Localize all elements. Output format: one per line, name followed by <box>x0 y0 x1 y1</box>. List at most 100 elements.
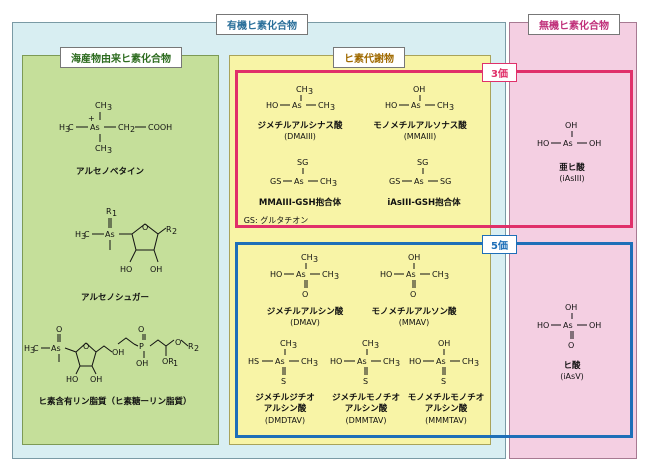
svg-text:OH: OH <box>90 375 102 384</box>
marine-panel <box>22 55 219 445</box>
svg-text:CH: CH <box>437 101 449 110</box>
dma3-abbr: (DMAIII) <box>284 132 316 141</box>
svg-text:As: As <box>563 139 573 148</box>
svg-text:+: + <box>88 114 95 123</box>
svg-text:HO: HO <box>120 265 132 274</box>
svg-text:O: O <box>138 325 144 334</box>
svg-text:3: 3 <box>65 125 70 134</box>
svg-text:HO: HO <box>537 139 549 148</box>
svg-text:OH: OH <box>589 139 601 148</box>
dmmta5-name-line2: アルシン酸 <box>345 403 388 414</box>
svg-text:OR: OR <box>162 357 174 366</box>
svg-text:OH: OH <box>112 348 124 357</box>
svg-text:CH: CH <box>118 123 130 132</box>
svg-text:CH: CH <box>301 357 313 366</box>
svg-text:3: 3 <box>332 179 337 188</box>
dmdta5-name-line1: ジメチルジチオ <box>255 393 315 403</box>
svg-text:C: C <box>33 344 39 353</box>
mma5-name: モノメチルアルソン酸 <box>372 306 457 317</box>
svg-text:O: O <box>142 223 148 232</box>
svg-text:2: 2 <box>172 227 177 236</box>
metabolite-title: ヒ素代謝物 <box>333 47 405 68</box>
dmdta5-name-line2: アルシン酸 <box>264 403 307 414</box>
svg-text:3: 3 <box>395 359 400 368</box>
svg-text:GS: GS <box>389 177 400 186</box>
marine-title: 海産物由来ヒ素化合物 <box>60 47 182 68</box>
svg-text:3: 3 <box>30 346 35 355</box>
svg-text:HO: HO <box>537 321 549 330</box>
svg-text:CH: CH <box>320 177 332 186</box>
trivalent-badge: 3価 <box>482 63 517 82</box>
svg-text:R: R <box>188 342 194 351</box>
svg-text:OH: OH <box>136 359 148 368</box>
svg-text:S: S <box>441 377 446 386</box>
svg-text:CH: CH <box>95 144 107 153</box>
svg-text:HO: HO <box>385 101 397 110</box>
svg-text:CH: CH <box>296 85 308 94</box>
svg-text:O: O <box>568 341 574 350</box>
svg-text:SG: SG <box>417 158 428 167</box>
svg-text:3: 3 <box>313 359 318 368</box>
svg-text:OH: OH <box>408 253 420 262</box>
svg-text:O: O <box>410 290 416 299</box>
inorganic-panel <box>509 22 637 459</box>
svg-text:3: 3 <box>107 146 112 155</box>
svg-text:As: As <box>357 357 367 366</box>
svg-text:OH: OH <box>413 85 425 94</box>
svg-text:As: As <box>563 321 573 330</box>
svg-text:CH: CH <box>432 270 444 279</box>
svg-text:H: H <box>59 123 65 132</box>
svg-text:O: O <box>302 290 308 299</box>
svg-text:S: S <box>281 377 286 386</box>
ias3-gsh-structure: SG GS As SG <box>389 158 451 186</box>
mmmta5-abbr: (MMMTAV) <box>425 416 467 425</box>
dmmta5-name-line1: ジメチルモノチオ <box>332 393 400 403</box>
arsenobetaine-label: アルセノベタイン <box>76 166 144 177</box>
svg-text:As: As <box>414 177 424 186</box>
svg-text:As: As <box>294 177 304 186</box>
svg-text:As: As <box>436 357 446 366</box>
svg-text:As: As <box>90 123 100 132</box>
mma3-name: モノメチルアルソナス酸 <box>373 120 467 131</box>
svg-text:CH: CH <box>322 270 334 279</box>
svg-text:2: 2 <box>130 125 135 134</box>
svg-text:3: 3 <box>81 232 86 241</box>
svg-text:C: C <box>68 123 74 132</box>
arsenate-structure: OH HO As OH O <box>537 303 601 350</box>
mma3-abbr: (MMAIII) <box>404 132 437 141</box>
svg-text:O: O <box>56 325 62 334</box>
svg-text:SG: SG <box>297 158 308 167</box>
svg-text:GS: GS <box>270 177 281 186</box>
svg-text:O: O <box>175 338 181 347</box>
svg-text:As: As <box>292 101 302 110</box>
mma5-abbr: (MMAV) <box>399 318 429 327</box>
gs-note: GS: グルタチオン <box>244 215 309 225</box>
svg-text:R: R <box>106 207 112 216</box>
svg-text:2: 2 <box>194 344 199 353</box>
svg-text:P: P <box>139 342 144 351</box>
svg-text:O: O <box>83 342 89 351</box>
svg-text:R: R <box>166 225 172 234</box>
dmmta5-abbr: (DMMTAV) <box>346 416 387 425</box>
svg-text:As: As <box>105 230 115 239</box>
svg-text:1: 1 <box>112 209 117 218</box>
svg-text:As: As <box>296 270 306 279</box>
arsenite-abbr: (iAsIII) <box>559 174 584 183</box>
svg-text:HO: HO <box>380 270 392 279</box>
svg-text:HO: HO <box>270 270 282 279</box>
svg-text:OH: OH <box>438 339 450 348</box>
arsenate-abbr: (iAsV) <box>560 372 584 381</box>
mmmta5-name-line2: アルシン酸 <box>425 403 468 414</box>
svg-text:3: 3 <box>444 272 449 281</box>
organic-title: 有機ヒ素化合物 <box>216 14 308 35</box>
svg-text:CH: CH <box>280 339 292 348</box>
svg-text:3: 3 <box>308 87 313 96</box>
svg-text:CH: CH <box>362 339 374 348</box>
